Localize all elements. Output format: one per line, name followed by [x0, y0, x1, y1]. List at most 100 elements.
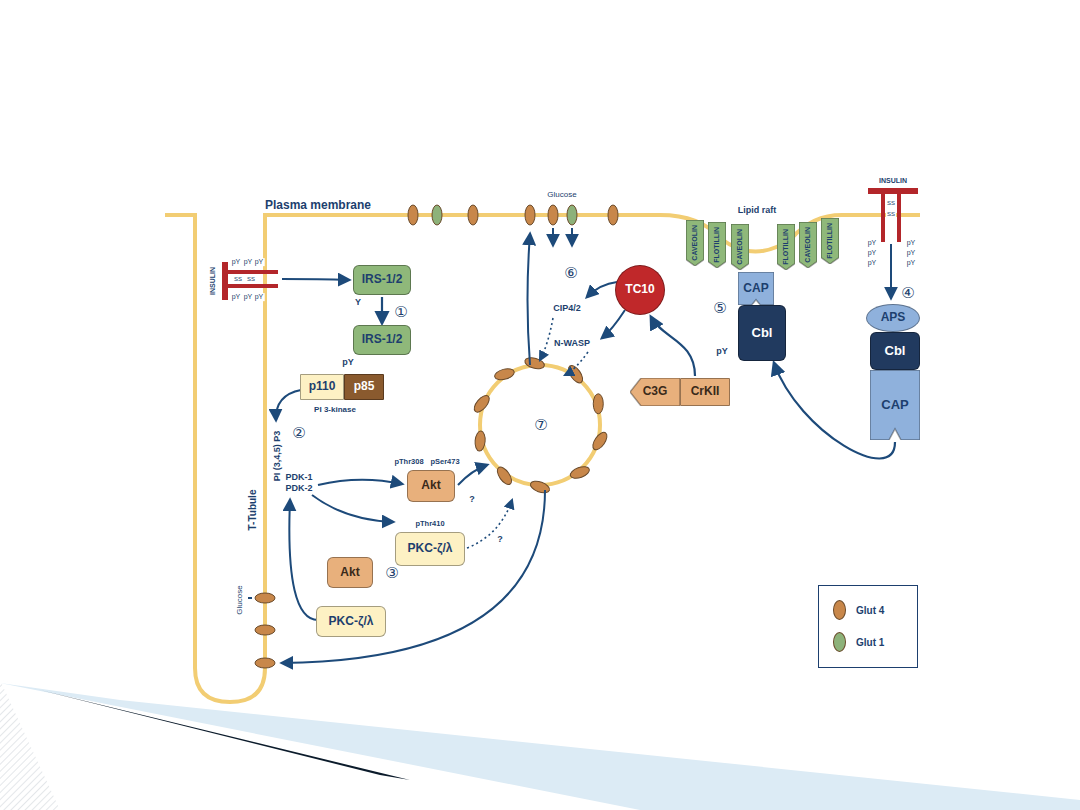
node-text: PKC-ζ/λ: [408, 542, 453, 555]
callout-number: ④: [900, 285, 915, 302]
gtpase-circle: TC10: [615, 265, 665, 315]
question-mark: ?: [468, 495, 476, 505]
glut4-transporter: [593, 394, 603, 414]
node-text: CAVEOLIN: [736, 229, 744, 265]
phospho-label: pY: [243, 258, 254, 266]
node-text: TC10: [625, 283, 654, 296]
node-text: Akt: [421, 479, 440, 492]
vesicle-glut4: [471, 356, 609, 495]
phospho-label: pY: [231, 293, 242, 301]
phospho-label: pY: [243, 293, 254, 301]
raft-protein: FLOTILLIN: [821, 218, 839, 264]
compartment-label: T-Tubule: [247, 489, 258, 532]
node-text: CAVEOLIN: [691, 225, 699, 261]
ligand-label: INSULIN: [209, 266, 217, 296]
protein-box: IRS-1/2: [353, 325, 411, 355]
kinase-box: Akt: [327, 557, 373, 588]
callout-number: ⑥: [563, 265, 578, 282]
subunit-box: p85: [344, 374, 384, 400]
adaptor-box: C3G: [630, 378, 680, 406]
kinase-box: Akt: [407, 470, 455, 502]
node-text: IRS-1/2: [362, 273, 403, 286]
signal-connector: [651, 317, 695, 376]
callout-number: ③: [384, 565, 399, 582]
phospho-label: pY: [254, 258, 265, 266]
residue-label: Y: [354, 298, 362, 308]
raft-protein: CAVEOLIN: [686, 220, 704, 266]
slide-band: [0, 683, 1080, 810]
node-text: CAP: [743, 282, 768, 295]
insulin-receptor: [222, 188, 918, 300]
node-text: FLOTILLIN: [826, 223, 834, 259]
node-text: Cbl: [885, 344, 906, 358]
protein-box: IRS-1/2: [353, 265, 411, 295]
node-text: CAP: [881, 398, 908, 412]
node-text: IRS-1/2: [362, 333, 403, 346]
kinase-label: PDK-1: [284, 473, 313, 483]
phospho-label: pY: [906, 249, 917, 257]
node-text: APS: [881, 311, 906, 324]
glut4-transporter: [474, 431, 486, 452]
callout-number: ⑦: [533, 417, 548, 434]
node-text: p110: [309, 380, 336, 393]
signal-arrows: [248, 228, 891, 663]
signal-connector: [381, 297, 383, 323]
glut4-transporter: [524, 356, 546, 371]
membrane-transporters: [255, 205, 618, 668]
phospho-label: pThr308: [393, 458, 424, 466]
phospho-label: pY: [867, 239, 878, 247]
phospho-label: pY: [906, 259, 917, 267]
kinase-box: PKC-ζ/λ: [395, 532, 465, 566]
phospho-label: pY: [867, 249, 878, 257]
callout-number: ①: [393, 304, 408, 321]
node-text: CrKII: [691, 385, 720, 398]
glut4-transporter: [471, 393, 492, 415]
node-text: C3G: [643, 385, 668, 398]
phospho-label: pY: [254, 293, 265, 301]
raft-protein: FLOTILLIN: [777, 224, 795, 270]
kinase-box: PKC-ζ/λ: [316, 606, 386, 637]
subunit-box: p110: [300, 374, 344, 400]
legend-text: Glut 4: [856, 605, 884, 616]
adaptor-box: CAP: [738, 272, 774, 305]
slide-hatch: [0, 680, 60, 810]
legend-swatch: [833, 632, 846, 652]
effector-label: CIP4/2: [552, 304, 582, 314]
phospho-label: pY: [906, 239, 917, 247]
glut4-transporter: [566, 363, 586, 385]
ligand-label: INSULIN: [878, 177, 908, 185]
adaptor-box: CAP: [870, 370, 920, 440]
adaptor-box: Cbl: [870, 332, 920, 370]
kinase-label: PDK-2: [284, 484, 313, 494]
phospho-label: pY: [867, 259, 878, 267]
node-text: CAVEOLIN: [804, 227, 812, 263]
glut4-transporter: [493, 367, 515, 382]
bond-label: SS: [233, 276, 243, 283]
adaptor-box: CrKII: [680, 378, 730, 406]
glut4-transporter: [529, 479, 551, 495]
phospho-label: pY: [341, 358, 355, 368]
effector-label: N-WASP: [553, 339, 591, 349]
legend-box: Glut 4 Glut 1: [818, 585, 918, 668]
node-text: FLOTILLIN: [713, 227, 721, 263]
dotted-arrows: [467, 318, 588, 548]
adaptor-ellipse: APS: [866, 304, 920, 332]
adaptor-box: Cbl: [738, 305, 786, 361]
node-text: PKC-ζ/λ: [329, 615, 374, 628]
callout-number: ②: [291, 425, 306, 442]
legend-row: Glut 1: [833, 632, 884, 652]
node-text: Cbl: [752, 326, 773, 340]
legend-swatch: [833, 600, 846, 620]
bond-label: SS: [886, 211, 896, 218]
glut4-transporter: [495, 465, 515, 487]
legend-text: Glut 1: [856, 637, 884, 648]
callout-number: ⑤: [712, 300, 727, 317]
lipid-label: PI (3,4,5) P3: [273, 430, 283, 483]
phospho-label: pSer473: [429, 458, 460, 466]
raft-protein: FLOTILLIN: [708, 222, 726, 268]
glut4-vesicle: [480, 365, 600, 485]
region-label: Lipid raft: [737, 206, 778, 216]
raft-protein: CAVEOLIN: [799, 222, 817, 268]
phospho-label: pThr410: [414, 520, 445, 528]
